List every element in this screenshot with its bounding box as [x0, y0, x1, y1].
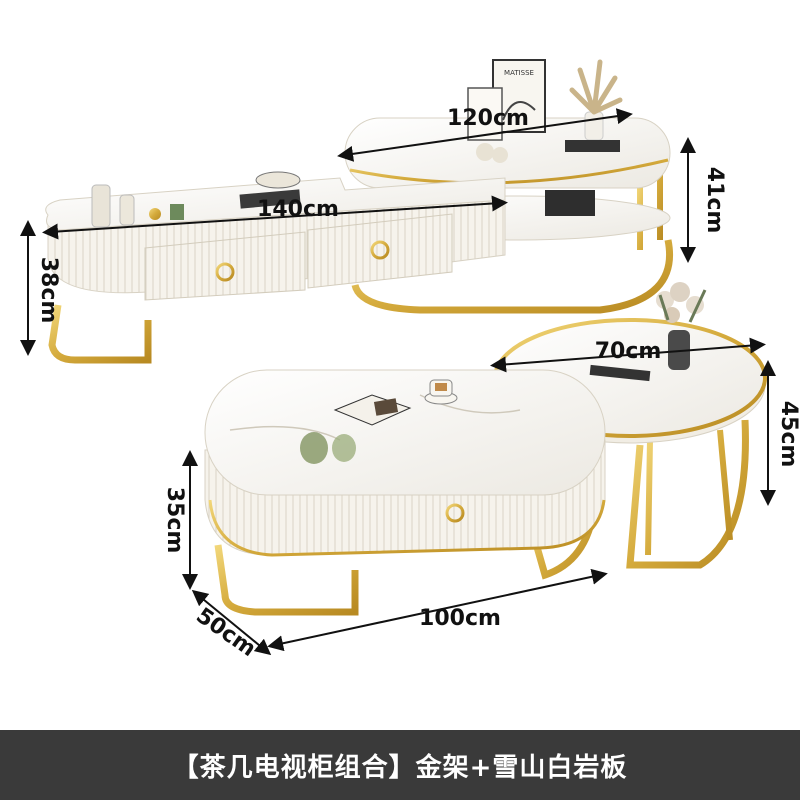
- coffee-table: [204, 369, 606, 616]
- dim-round-table-diameter: 70cm: [595, 339, 662, 364]
- dim-tv-cabinet-height: 38cm: [36, 257, 61, 324]
- dim-side-cabinet-height: 41cm: [702, 167, 727, 234]
- open-magazine: [333, 394, 412, 426]
- tv-cabinet: [45, 160, 506, 364]
- coffee-cup: [424, 379, 458, 405]
- dim-round-table-height: 45cm: [776, 401, 800, 468]
- caption-bar: 【茶几电视柜组合】金架+雪山白岩板: [0, 730, 800, 800]
- caption-text: 【茶几电视柜组合】金架+雪山白岩板: [172, 752, 628, 783]
- poster-label: MATISSE: [504, 69, 534, 77]
- dim-coffee-table-height: 35cm: [162, 487, 187, 554]
- dim-side-cabinet-width: 120cm: [447, 106, 529, 131]
- glass-vases: [300, 432, 356, 464]
- dim-coffee-table-width: 100cm: [419, 606, 501, 631]
- dim-tv-cabinet-width: 140cm: [257, 197, 339, 222]
- product-illustration: MATISSE: [20, 59, 800, 662]
